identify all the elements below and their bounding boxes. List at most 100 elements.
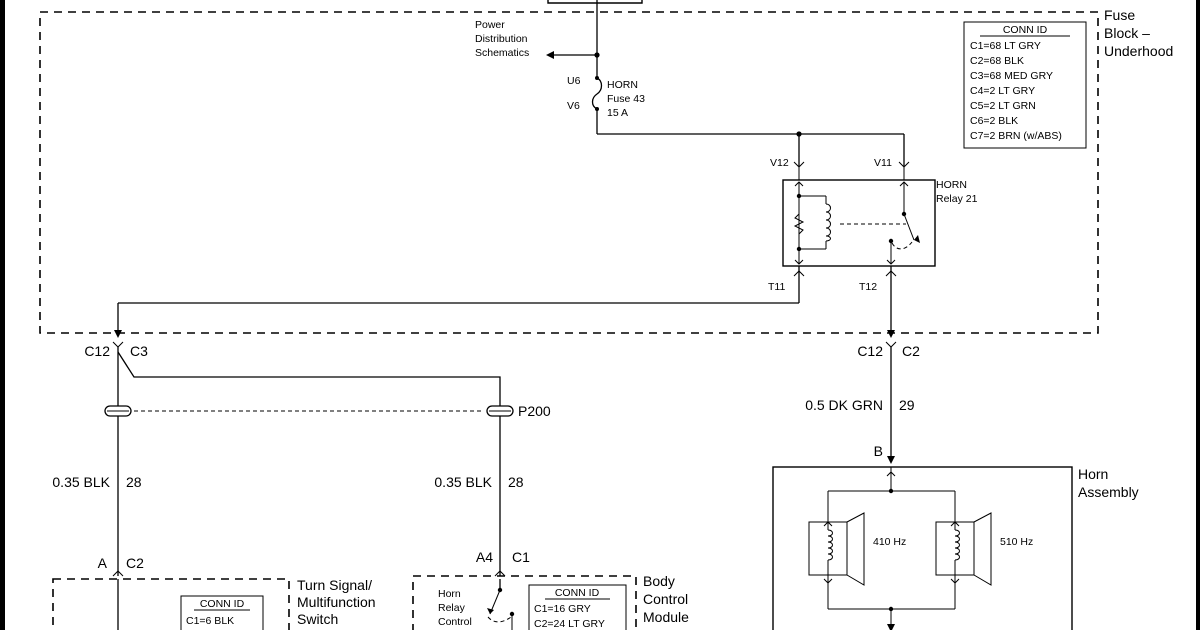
svg-text:Underhood: Underhood [1104, 43, 1173, 59]
svg-text:HORN: HORN [936, 179, 967, 191]
left-connector-c3: C12 C3 [84, 341, 148, 359]
svg-text:0.35 BLK: 0.35 BLK [52, 474, 110, 490]
bcm-conn-id-table: CONN ID C1=16 GRY C2=24 LT GRY [528, 584, 627, 630]
horn-fuse-symbol [591, 76, 603, 134]
horn-relay-label: HORN Relay 21 [936, 179, 978, 205]
horn-assembly-label: Horn Assembly [1078, 466, 1139, 500]
turn-signal-switch-boundary [52, 578, 290, 630]
splice-branch-wire [117, 347, 501, 576]
svg-text:V12: V12 [770, 157, 789, 169]
svg-text:Relay: Relay [438, 602, 466, 614]
svg-text:C1: C1 [512, 549, 530, 565]
svg-text:Horn: Horn [1078, 466, 1108, 482]
svg-text:Horn: Horn [438, 588, 461, 600]
svg-text:C2: C2 [126, 555, 144, 571]
turn-signal-switch-connector: A C2 [98, 555, 144, 577]
splice-label: P200 [518, 403, 551, 419]
svg-text:C3: C3 [130, 343, 148, 359]
horn-relay-pins: V12 V11 T11 T12 [768, 157, 892, 293]
bcm-label: Body Control Module [643, 573, 689, 625]
svg-text:C12: C12 [84, 343, 110, 359]
svg-text:CONN ID: CONN ID [555, 587, 600, 599]
svg-text:C2=68 BLK: C2=68 BLK [970, 55, 1024, 67]
horn-fuse-label: HORN Fuse 43 15 A [607, 79, 645, 119]
svg-text:Module: Module [643, 609, 689, 625]
svg-text:Multifunction: Multifunction [297, 594, 376, 610]
svg-text:B: B [874, 443, 883, 459]
svg-text:T11: T11 [768, 281, 785, 293]
relay-t12-wire [885, 266, 897, 338]
svg-text:C1=68 LT GRY: C1=68 LT GRY [970, 40, 1041, 52]
svg-text:C6=2 BLK: C6=2 BLK [970, 115, 1018, 127]
svg-text:C3=68 MED GRY: C3=68 MED GRY [970, 70, 1053, 82]
bcm-relay-label: Horn Relay Control [438, 588, 472, 628]
horn-510hz-label: 510 Hz [1000, 536, 1033, 548]
top-clipped-box [547, 0, 643, 4]
svg-text:Control: Control [643, 591, 688, 607]
svg-text:A: A [98, 555, 108, 571]
svg-text:28: 28 [508, 474, 524, 490]
relay-t11-wire [114, 266, 805, 338]
svg-text:U6: U6 [567, 75, 581, 87]
svg-text:C2: C2 [902, 343, 920, 359]
svg-text:0.5 DK GRN: 0.5 DK GRN [805, 397, 883, 413]
horn-assembly-boundary [772, 466, 1073, 630]
svg-text:Turn Signal/: Turn Signal/ [297, 577, 372, 593]
fuse-block-label: Fuse Block – Underhood [1104, 7, 1173, 59]
relay-feed-wire [597, 131, 905, 166]
fuse-block-conn-id-table: CONN ID C1=68 LT GRY C2=68 BLK C3=68 MED… [963, 21, 1087, 149]
bcm-connector: A4 C1 [476, 549, 530, 577]
svg-text:Fuse: Fuse [1104, 7, 1135, 23]
svg-text:C2=24 LT GRY: C2=24 LT GRY [534, 618, 605, 630]
turn-signal-switch-label: Turn Signal/ Multifunction Switch [297, 577, 376, 627]
svg-text:C1=6 BLK: C1=6 BLK [186, 615, 234, 627]
svg-text:Schematics: Schematics [475, 47, 529, 59]
horn-410hz-symbol [808, 512, 865, 586]
svg-text:CONN ID: CONN ID [1003, 24, 1048, 36]
bcm-boundary [412, 575, 637, 630]
svg-text:C4=2 LT GRY: C4=2 LT GRY [970, 85, 1035, 97]
bcm-relay-switch [487, 579, 515, 630]
svg-text:Fuse 43: Fuse 43 [607, 93, 645, 105]
svg-text:Body: Body [643, 573, 675, 589]
horn-fuse-pins: U6 V6 [567, 75, 581, 112]
turn-signal-conn-id-table: CONN ID C1=6 BLK [180, 595, 264, 630]
horn-assembly-internal-wiring [827, 467, 956, 630]
svg-text:A4: A4 [476, 549, 493, 565]
svg-text:HORN: HORN [607, 79, 638, 91]
horn-relay [782, 161, 936, 267]
svg-text:28: 28 [126, 474, 142, 490]
splice-pack-left [104, 405, 132, 417]
horn-assembly-connector: B [874, 443, 895, 464]
svg-text:Block –: Block – [1104, 25, 1150, 41]
svg-text:C12: C12 [857, 343, 883, 359]
horn-510hz-symbol [935, 512, 992, 586]
right-connector-c2: C12 C2 [857, 341, 920, 359]
svg-text:0.35 BLK: 0.35 BLK [434, 474, 492, 490]
svg-text:Assembly: Assembly [1078, 484, 1139, 500]
svg-text:C7=2 BRN (w/ABS): C7=2 BRN (w/ABS) [970, 130, 1062, 142]
horn-410hz-label: 410 Hz [873, 536, 906, 548]
svg-text:Power: Power [475, 19, 505, 31]
fuse-block-boundary [39, 11, 1099, 334]
right-edge-bar [1196, 0, 1200, 630]
splice-pack-right [486, 405, 514, 417]
left-wire-label: 0.35 BLK 28 [52, 474, 141, 490]
svg-text:29: 29 [899, 397, 915, 413]
svg-text:V6: V6 [567, 100, 580, 112]
power-distribution-label: Power Distribution Schematics [475, 19, 529, 59]
svg-text:C5=2 LT GRN: C5=2 LT GRN [970, 100, 1036, 112]
svg-text:Relay 21: Relay 21 [936, 193, 978, 205]
middle-wire-label: 0.35 BLK 28 [434, 474, 523, 490]
svg-text:Switch: Switch [297, 611, 338, 627]
svg-text:C1=16 GRY: C1=16 GRY [534, 603, 591, 615]
svg-text:Distribution: Distribution [475, 33, 528, 45]
power-feed-wire [546, 0, 600, 78]
left-edge-bar [0, 0, 5, 630]
horn-wire-label: 0.5 DK GRN 29 [805, 397, 915, 413]
svg-text:Control: Control [438, 616, 472, 628]
svg-text:T12: T12 [859, 281, 877, 293]
svg-text:15 A: 15 A [607, 107, 628, 119]
svg-text:CONN ID: CONN ID [200, 598, 245, 610]
